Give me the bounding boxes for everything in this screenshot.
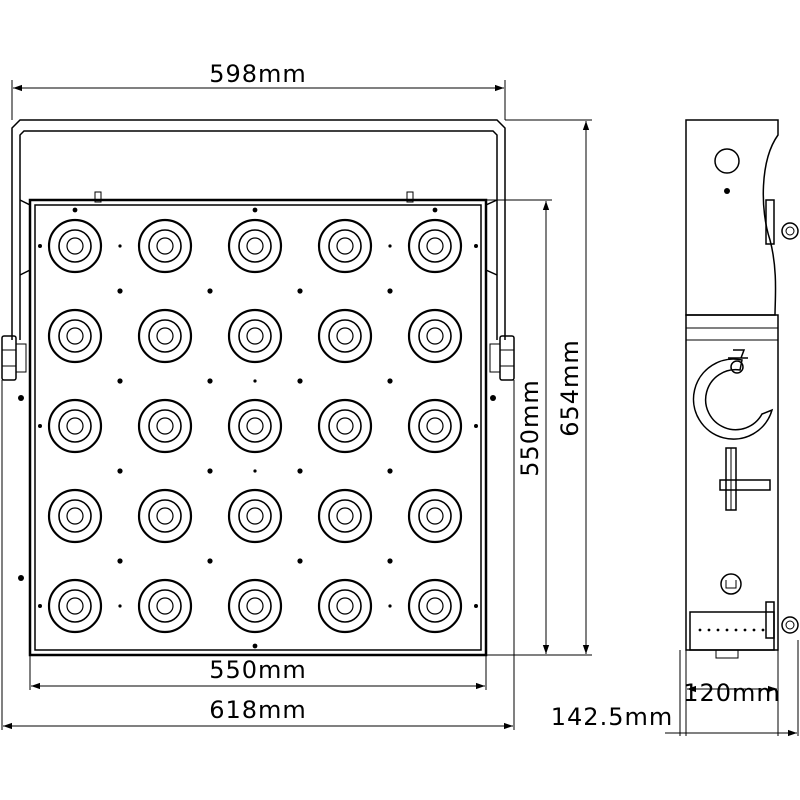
dim-panel-height: 550mm bbox=[516, 379, 544, 477]
connector-icon bbox=[720, 573, 742, 595]
dimension-lines bbox=[1, 80, 799, 737]
led-lens-icon bbox=[317, 398, 373, 454]
side-hole-icon bbox=[714, 148, 740, 174]
led-lens-icon bbox=[47, 488, 103, 544]
vent-dot bbox=[716, 628, 720, 632]
screw-dot bbox=[387, 378, 393, 384]
led-lens-icon bbox=[137, 488, 193, 544]
led-lens-icon bbox=[317, 218, 373, 274]
top-tab-left bbox=[94, 191, 102, 203]
screw-dot bbox=[117, 558, 123, 564]
vent-dot bbox=[743, 628, 747, 632]
screw-dot bbox=[38, 604, 42, 608]
led-lens-icon bbox=[227, 308, 283, 364]
clamp-icon bbox=[692, 349, 774, 440]
led-lens-icon bbox=[407, 488, 463, 544]
led-lens-icon bbox=[47, 308, 103, 364]
led-lens-icon bbox=[227, 218, 283, 274]
screw-dot bbox=[387, 288, 393, 294]
yoke-left-arm bbox=[19, 199, 31, 276]
right-knob-icon bbox=[489, 335, 515, 381]
screw-dot bbox=[117, 288, 123, 294]
screw-dot bbox=[297, 378, 303, 384]
side-upper-bracket bbox=[685, 119, 779, 316]
led-lens-icon bbox=[137, 308, 193, 364]
dim-side-depth: 142.5mm bbox=[551, 703, 673, 731]
screw-dot bbox=[207, 558, 213, 564]
screw-dot bbox=[118, 244, 122, 248]
dim-side-body: 120mm bbox=[683, 679, 781, 707]
dim-panel-width: 550mm bbox=[209, 656, 307, 684]
led-lens-icon bbox=[227, 578, 283, 634]
led-lens-icon bbox=[317, 488, 373, 544]
screw-dot bbox=[388, 244, 392, 248]
vent-dot bbox=[707, 628, 711, 632]
front-view bbox=[1, 119, 515, 657]
screw-dot bbox=[207, 378, 213, 384]
screw-dot bbox=[432, 207, 438, 213]
side-handle bbox=[719, 447, 771, 511]
led-lens-icon bbox=[47, 398, 103, 454]
screw-dot bbox=[388, 604, 392, 608]
screw-dot bbox=[118, 604, 122, 608]
vent-dot bbox=[734, 628, 738, 632]
led-lens-icon bbox=[407, 578, 463, 634]
screw-dot bbox=[252, 207, 258, 213]
led-panel-frame bbox=[28, 198, 488, 657]
side-bottom-housing bbox=[689, 611, 775, 651]
led-lens-icon bbox=[137, 578, 193, 634]
screw-dot bbox=[117, 468, 123, 474]
led-panel-face bbox=[34, 204, 482, 651]
vent-dot bbox=[761, 628, 765, 632]
screw-dot bbox=[207, 468, 213, 474]
hook-top-icon bbox=[781, 222, 799, 240]
screw-dot bbox=[474, 424, 478, 428]
led-lens-icon bbox=[317, 308, 373, 364]
top-tab-right bbox=[406, 191, 414, 203]
screw-dots bbox=[38, 207, 478, 649]
yoke-bracket bbox=[11, 119, 506, 340]
led-lens-icon bbox=[47, 218, 103, 274]
left-knob-icon bbox=[1, 335, 27, 381]
screw-dot bbox=[252, 643, 258, 649]
screw-dot bbox=[387, 468, 393, 474]
screw-dot bbox=[117, 378, 123, 384]
dim-top-width: 598mm bbox=[209, 60, 307, 88]
dimension-labels: 598mm 654mm 550mm 550mm 618mm 142.5mm 12… bbox=[209, 60, 781, 731]
screw-dot bbox=[387, 558, 393, 564]
screw-dot bbox=[207, 288, 213, 294]
screw-dot bbox=[253, 379, 257, 383]
led-lens-icon bbox=[47, 578, 103, 634]
screw-dot bbox=[297, 468, 303, 474]
screw-dot bbox=[474, 244, 478, 248]
screw-dot bbox=[72, 207, 78, 213]
hook-bottom-icon bbox=[781, 616, 799, 634]
dim-overall-width: 618mm bbox=[209, 696, 307, 724]
led-grid bbox=[47, 218, 463, 634]
side-view bbox=[685, 119, 799, 659]
screw-dot bbox=[38, 244, 42, 248]
led-lens-icon bbox=[407, 398, 463, 454]
vent-dot bbox=[725, 628, 729, 632]
led-lens-icon bbox=[407, 308, 463, 364]
vent-dot bbox=[698, 628, 702, 632]
led-lens-icon bbox=[227, 398, 283, 454]
screw-dot bbox=[253, 469, 257, 473]
dim-right-height: 654mm bbox=[556, 339, 584, 437]
led-lens-icon bbox=[227, 488, 283, 544]
vent-dot bbox=[752, 628, 756, 632]
led-lens-icon bbox=[407, 218, 463, 274]
screw-dot bbox=[474, 604, 478, 608]
led-lens-icon bbox=[317, 578, 373, 634]
led-lens-icon bbox=[137, 398, 193, 454]
screw-dot bbox=[297, 558, 303, 564]
screw-dot bbox=[38, 424, 42, 428]
led-lens-icon bbox=[137, 218, 193, 274]
screw-dot bbox=[297, 288, 303, 294]
yoke-right-arm bbox=[485, 199, 498, 276]
